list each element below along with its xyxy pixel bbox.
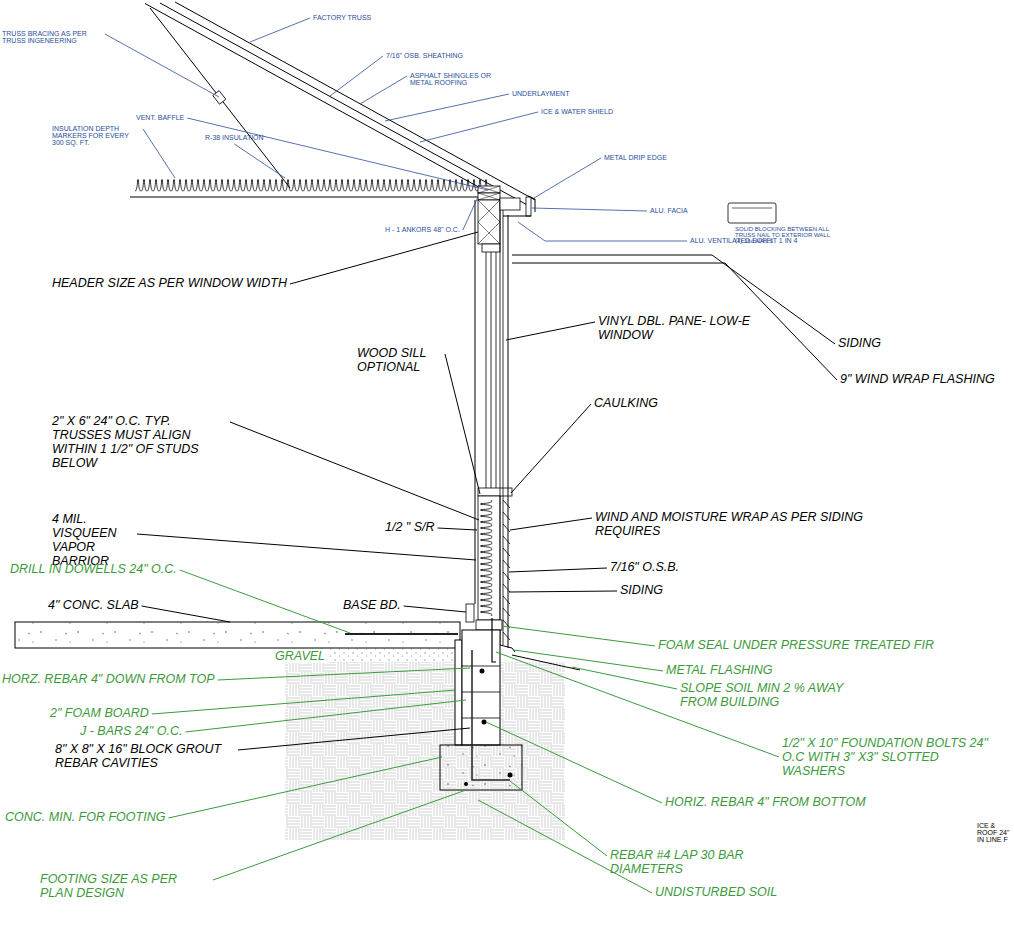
- leader-line: [534, 158, 601, 198]
- callout-label: REBAR #4 LAP 30 BAR DIAMETERS: [610, 848, 745, 876]
- callout-label: CONC. MIN. FOR FOOTING: [5, 810, 165, 824]
- callout-label: 9" WIND WRAP FLASHING: [840, 372, 995, 386]
- leader-line: [142, 606, 230, 622]
- leader-line: [512, 255, 835, 344]
- leader-line: [420, 112, 538, 142]
- callout-label: J - BARS 24" O.C.: [80, 724, 182, 738]
- callout-label: SIDING: [838, 336, 881, 350]
- callout-label: SIDING: [620, 583, 663, 597]
- callout-label: WIND AND MOISTURE WRAP AS PER SIDING REQ…: [595, 510, 905, 538]
- callout-label: METAL DRIP EDGE: [604, 154, 667, 161]
- leader-line: [238, 728, 470, 750]
- leader-line: [180, 570, 350, 633]
- leader-line: [290, 232, 478, 284]
- callout-label: FOAM SEAL UNDER PRESSURE TREATED FIR: [658, 638, 934, 652]
- callout-label: R-38 INSULATION: [205, 134, 264, 141]
- callout-label: ICE & WATER SHIELD: [541, 108, 613, 115]
- callout-label: SLOPE SOIL MIN 2 % AWAY FROM BUILDING: [680, 681, 875, 709]
- callout-label: 1/2" X 10" FOUNDATION BOLTS 24" O.C WITH…: [782, 736, 997, 778]
- callout-label: UNDISTURBED SOIL: [655, 885, 777, 899]
- callout-label: CAULKING: [594, 396, 658, 410]
- leader-line: [143, 129, 175, 178]
- callout-label: 1/2 " S/R: [385, 520, 435, 534]
- leader-line: [152, 690, 456, 714]
- callout-label: TRUSS BRACING AS PER TRUSS INGENEERING: [2, 30, 102, 44]
- callout-label: 7/16" OSB. SHEATHING: [386, 52, 463, 59]
- leader-line: [509, 568, 607, 572]
- leader-line: [509, 591, 617, 592]
- leader-line: [510, 518, 592, 530]
- leader-line: [502, 626, 655, 646]
- leader-line: [218, 668, 470, 680]
- leader-line: [532, 208, 647, 211]
- callout-label: WOOD SILL OPTIONAL: [357, 346, 442, 374]
- leader-line: [168, 757, 442, 818]
- callout-label: ALU. VENTILATED SOFFIT 1 IN 4: [690, 237, 798, 244]
- callout-label: H - 1 ANKORS 48" O.C.: [385, 226, 460, 233]
- leader-line: [234, 144, 285, 178]
- callout-label: GRAVEL: [273, 649, 327, 663]
- leader-line: [512, 263, 837, 380]
- leader-line: [514, 650, 663, 671]
- callout-label: ASPHALT SHINGLES OR METAL ROOFING: [410, 72, 505, 86]
- callout-label: FOOTING SIZE AS PER PLAN DESIGN: [40, 872, 210, 900]
- leader-line: [137, 534, 476, 560]
- leader-line: [463, 197, 478, 230]
- callout-label: VINYL DBL. PANE- LOW-E WINDOW: [598, 314, 788, 342]
- callout-label: HORZ. REBAR 4" DOWN FROM TOP: [2, 672, 215, 686]
- callout-label: VENT. BAFFLE: [136, 114, 184, 121]
- leader-line: [213, 790, 466, 880]
- callout-label: 2" X 6" 24" O.C. TYP. TRUSSES MUST ALIGN…: [52, 414, 227, 470]
- leader-line: [185, 700, 466, 732]
- callout-label: METAL FLASHING: [666, 663, 773, 677]
- leader-line: [250, 18, 310, 42]
- leader-line: [330, 56, 383, 96]
- callout-label: ALU. FACIA: [650, 207, 688, 214]
- callout-label: DRILL IN DOWELLS 24" O.C.: [10, 562, 177, 576]
- callout-label: 4 MIL. VISQUEEN VAPOR BARRIOR: [52, 512, 134, 568]
- leader-line: [511, 404, 591, 493]
- leader-line: [518, 222, 687, 241]
- leader-line: [478, 800, 652, 893]
- leader-line: [486, 722, 662, 803]
- callout-label: FACTORY TRUSS: [313, 14, 371, 21]
- leader-line: [230, 422, 479, 520]
- leader-line: [385, 94, 509, 121]
- leader-line: [404, 606, 466, 612]
- leader-line: [360, 76, 407, 104]
- callout-label: 8" X 8" X 16" BLOCK GROUT REBAR CAVITIES: [55, 742, 235, 770]
- callout-label: 4" CONC. SLAB: [48, 598, 139, 612]
- leader-line: [506, 322, 595, 340]
- callout-label: 2" FOAM BOARD: [50, 706, 149, 720]
- leader-line: [445, 354, 480, 494]
- callout-label: HEADER SIZE AS PER WINDOW WIDTH: [52, 276, 287, 290]
- leader-line: [438, 528, 477, 530]
- callout-label: BASE BD.: [343, 598, 401, 612]
- callout-label: 7/16" O.S.B.: [610, 560, 679, 574]
- callout-label: INSULATION DEPTH MARKERS FOR EVERY 300 S…: [52, 125, 140, 146]
- callout-label: UNDERLAYMENT: [512, 90, 569, 97]
- leader-line: [510, 781, 607, 856]
- callout-label: ICE & ROOF 24" IN LINE F: [977, 822, 1011, 843]
- leader-line: [105, 34, 219, 97]
- callout-label: HORIZ. REBAR 4" FROM BOTTOM: [665, 795, 866, 809]
- leader-line: [187, 118, 488, 190]
